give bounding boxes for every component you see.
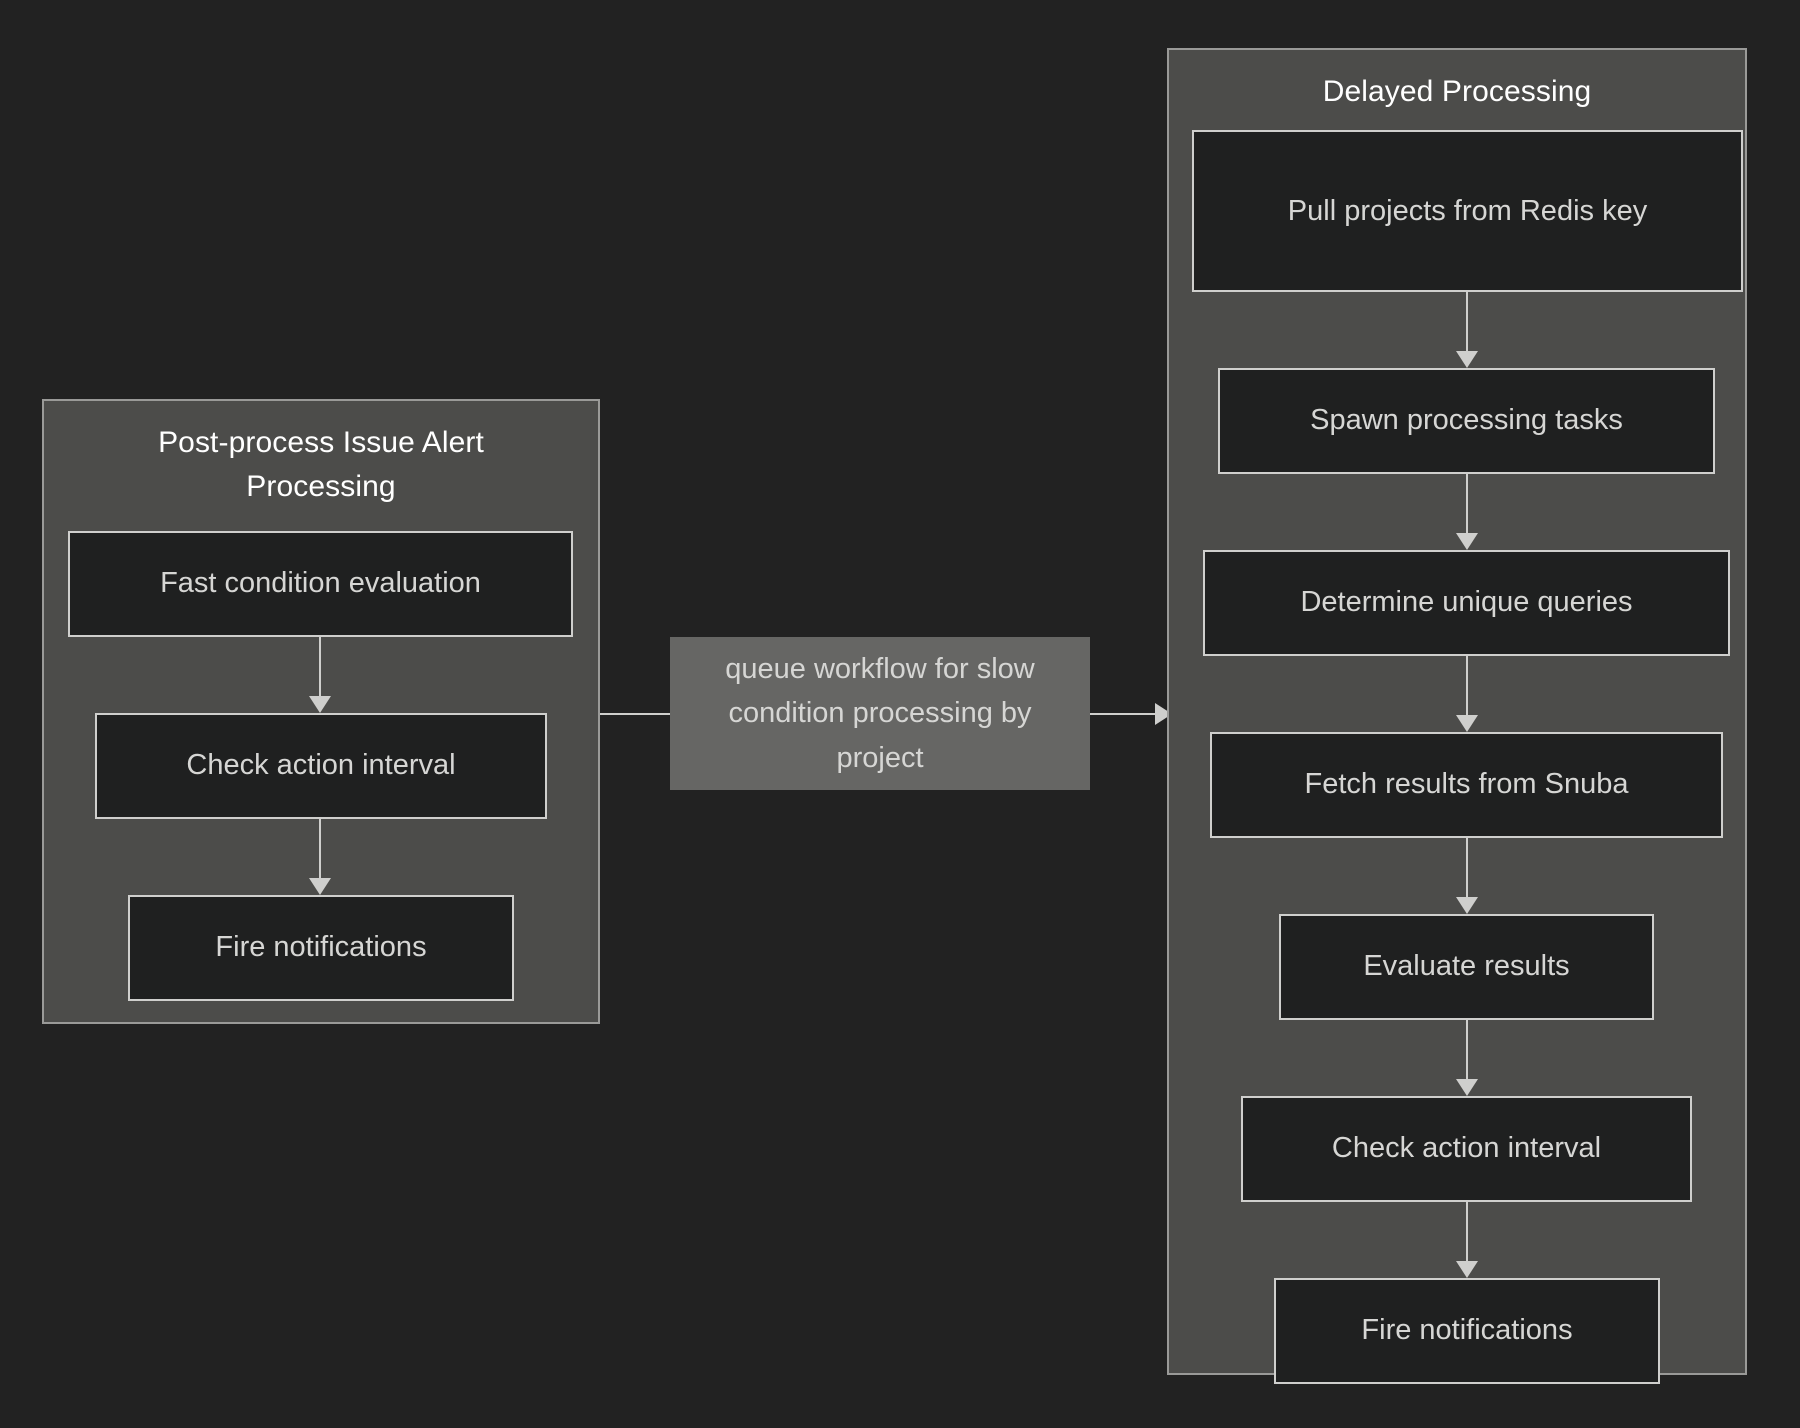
node-pull-projects-from-redis-key[interactable]: Pull projects from Redis key: [1192, 130, 1743, 292]
edge-evaluate-results-to-check-action-interval: [1466, 1020, 1468, 1087]
node-fire-notifications-delayed[interactable]: Fire notifications: [1274, 1278, 1660, 1384]
edge-determine-queries-to-fetch-results: [1466, 656, 1468, 723]
edge-fetch-results-to-evaluate-results: [1466, 838, 1468, 905]
node-check-action-interval[interactable]: Check action interval: [95, 713, 547, 819]
edge-fast-condition-to-check-interval: [319, 637, 321, 704]
arrow-fetch-results-to-evaluate-results: [1456, 897, 1478, 914]
node-evaluate-results[interactable]: Evaluate results: [1279, 914, 1654, 1020]
arrow-pull-projects-to-spawn-tasks: [1456, 351, 1478, 368]
subgraph-delayed-processing-title: Delayed Processing: [1322, 75, 1592, 108]
arrow-spawn-tasks-to-determine-queries: [1456, 533, 1478, 550]
edge-spawn-tasks-to-determine-queries: [1466, 474, 1468, 541]
arrow-check-action-interval-to-fire-notifications-delayed: [1456, 1261, 1478, 1278]
edge-check-action-interval-to-fire-notifications-delayed: [1466, 1202, 1468, 1269]
edge-label-queue-workflow: queue workflow for slow condition proces…: [670, 637, 1090, 790]
node-spawn-processing-tasks[interactable]: Spawn processing tasks: [1218, 368, 1715, 474]
arrow-fast-condition-to-check-interval: [309, 696, 331, 713]
node-check-action-interval-delayed[interactable]: Check action interval: [1241, 1096, 1692, 1202]
arrow-check-interval-to-fire-notifications: [309, 878, 331, 895]
edge-check-interval-to-fire-notifications: [319, 819, 321, 886]
node-determine-unique-queries[interactable]: Determine unique queries: [1203, 550, 1730, 656]
arrow-determine-queries-to-fetch-results: [1456, 715, 1478, 732]
node-fire-notifications[interactable]: Fire notifications: [128, 895, 514, 1001]
edge-pull-projects-to-spawn-tasks: [1466, 292, 1468, 359]
node-fast-condition-evaluation[interactable]: Fast condition evaluation: [68, 531, 573, 637]
arrow-evaluate-results-to-check-action-interval: [1456, 1079, 1478, 1096]
subgraph-post-process-title: Post-process Issue Alert Processing: [158, 426, 484, 503]
node-fetch-results-from-snuba[interactable]: Fetch results from Snuba: [1210, 732, 1723, 838]
